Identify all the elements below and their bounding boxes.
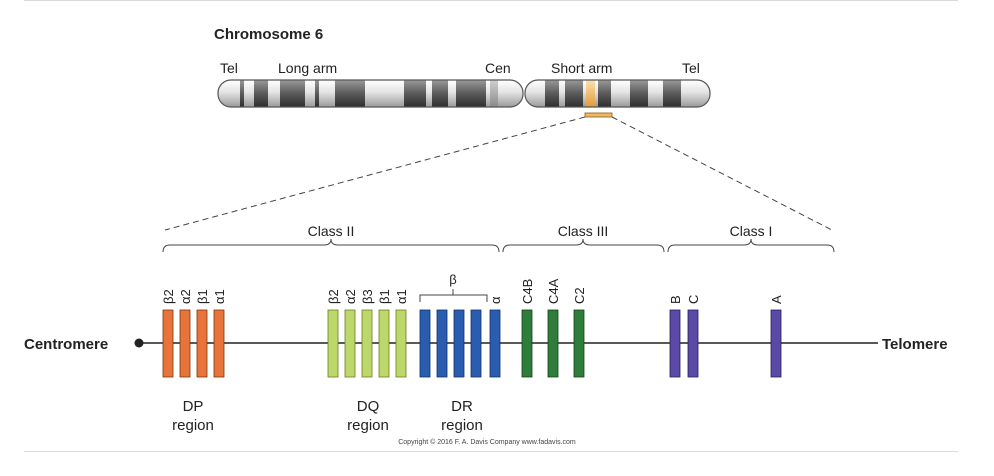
dq-gene-beta1 — [378, 309, 390, 378]
label-b: B — [668, 295, 683, 304]
dq-gene-alpha2 — [344, 309, 356, 378]
dp-label-beta2: β2 — [161, 289, 176, 304]
dr-gene-alpha — [489, 309, 501, 378]
copyright-notice: Copyright © 2016 F. A. Davis Company www… — [398, 438, 576, 446]
dr-gene-group: β α — [419, 272, 503, 378]
class-iii-label: Class III — [558, 223, 609, 239]
dr-beta-bracket — [419, 289, 488, 302]
dq-gene-alpha1 — [395, 309, 407, 378]
dq-gene-beta3 — [361, 309, 373, 378]
bottom-frame-line — [24, 451, 958, 452]
long-arm-label: Long arm — [278, 60, 337, 76]
label-a: A — [769, 295, 784, 304]
dp-gene-beta2 — [162, 309, 174, 378]
dp-label-beta1: β1 — [195, 289, 210, 304]
cen-label: Cen — [485, 60, 511, 76]
dp-gene-group: β2 α2 β1 α1 — [161, 289, 227, 378]
dp-gene-alpha2 — [179, 309, 191, 378]
telomere-label: Telomere — [882, 336, 948, 353]
label-c4b: C4B — [520, 279, 535, 304]
dr-beta-label: β — [449, 272, 456, 287]
dq-label-alpha2: α2 — [343, 289, 358, 304]
chromosome-short-arm — [524, 79, 711, 108]
dr-gene-beta-3 — [453, 309, 465, 378]
dp-label-alpha1: α1 — [212, 289, 227, 304]
gene-c2 — [573, 309, 585, 378]
dq-label-beta3: β3 — [360, 289, 375, 304]
dr-alpha-label: α — [488, 296, 503, 304]
label-c: C — [686, 295, 701, 304]
dr-region-line1: DR — [451, 398, 473, 415]
dr-gene-beta-1 — [419, 309, 431, 378]
dr-gene-beta-2 — [436, 309, 448, 378]
tel-right-label: Tel — [682, 60, 700, 76]
centromere-label: Centromere — [24, 336, 108, 353]
class-i-label: Class I — [730, 223, 773, 239]
gene-c4a — [547, 309, 559, 378]
class-ii-brace — [162, 238, 500, 253]
gene-c4b — [521, 309, 533, 378]
short-arm-label: Short arm — [551, 60, 612, 76]
dr-region-line2: region — [441, 417, 483, 434]
class-ii-label: Class II — [308, 223, 355, 239]
dq-gene-group: β2 α2 β3 β1 α1 — [326, 289, 409, 378]
class-iii-gene-group: C4B C4A C2 — [520, 278, 587, 378]
tel-left-label: Tel — [220, 60, 238, 76]
class-iii-brace — [502, 238, 665, 253]
zoom-line-right — [611, 116, 833, 231]
zoom-line-left — [164, 116, 586, 231]
centromere-dot — [134, 338, 144, 348]
dp-label-alpha2: α2 — [178, 289, 193, 304]
top-frame-line — [24, 0, 958, 1]
dp-region-line2: region — [172, 417, 214, 434]
gene-b — [669, 309, 681, 378]
mhc-band-highlight — [586, 80, 595, 107]
label-c4a: C4A — [546, 278, 561, 304]
chromosome-title: Chromosome 6 — [214, 26, 323, 43]
dq-label-alpha1: α1 — [394, 289, 409, 304]
dq-gene-beta2 — [327, 309, 339, 378]
dp-gene-beta1 — [196, 309, 208, 378]
dp-region-line1: DP — [183, 398, 204, 415]
dq-label-beta2: β2 — [326, 289, 341, 304]
dq-region-line2: region — [347, 417, 389, 434]
label-c2: C2 — [572, 287, 587, 304]
class-i-brace — [667, 238, 835, 253]
dp-gene-alpha1 — [213, 309, 225, 378]
dq-label-beta1: β1 — [377, 289, 392, 304]
class-i-gene-group: B C A — [668, 295, 784, 378]
mhc-locus-marker — [584, 112, 613, 118]
chromosome-long-arm — [217, 79, 524, 108]
dr-gene-beta-4 — [470, 309, 482, 378]
gene-a — [770, 309, 782, 378]
dq-region-line1: DQ — [357, 398, 380, 415]
gene-c — [687, 309, 699, 378]
